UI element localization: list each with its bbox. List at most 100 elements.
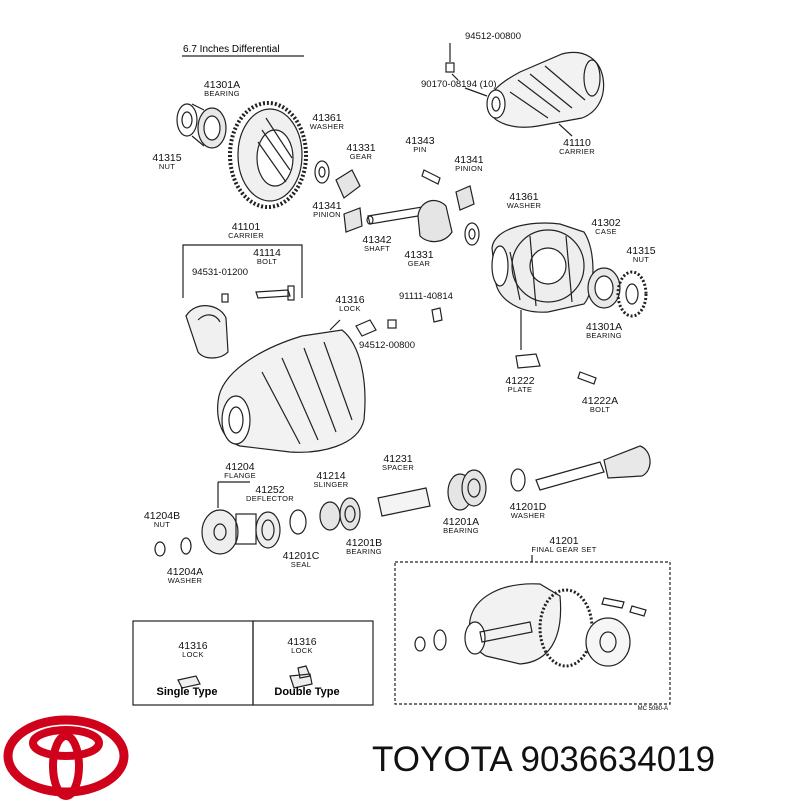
part-number: 41201 (549, 535, 579, 547)
part-name: GEAR (349, 152, 373, 161)
bolt-94531-shape (221, 293, 229, 303)
bearing-41301a-right-shape (587, 267, 648, 318)
part-name: PINION (455, 164, 483, 173)
spacer-41231-shape (377, 487, 431, 517)
plate-41222-shape (515, 353, 541, 369)
slinger-41214-shape (289, 509, 307, 535)
lock-single-name: LOCK (182, 650, 204, 659)
flange-41204-shape (201, 509, 257, 555)
single-lock-shape (177, 675, 201, 689)
part-name: NUT (158, 162, 176, 171)
lock-single-label: 41316 LOCK (178, 641, 207, 659)
bracket-41101 (182, 244, 303, 298)
double-type-label: Double Type (274, 686, 340, 698)
part-name: SHAFT (363, 244, 391, 253)
bearing-cap-shape (185, 305, 229, 359)
part-number: 41222 (505, 375, 535, 387)
washer-41361-right-shape (464, 222, 480, 246)
seal-41201c-shape (255, 511, 281, 549)
part-number: 41110 (563, 137, 591, 149)
lock-single-number: 41316 (178, 640, 208, 652)
part-name: FLANGE (224, 471, 256, 480)
part-name: WASHER (506, 201, 542, 210)
part-name: WASHER (510, 511, 546, 520)
part-number: 41341 (454, 154, 484, 166)
toyota-logo (3, 715, 129, 800)
brand-name: TOYOTA (372, 740, 511, 779)
part-number: 41331 (404, 249, 434, 261)
part-name: CARRIER (228, 231, 264, 240)
part-name: WASHER (167, 576, 203, 585)
part-number: 41316 (335, 294, 365, 306)
part-label-p2: 90170-08194 (10) (421, 80, 497, 90)
part-number: 41214 (316, 470, 346, 482)
part-number: 41222A (581, 395, 619, 407)
bearing-41201a-shape (447, 469, 487, 511)
lock-double-label: 41316 LOCK (287, 637, 316, 655)
part-name: BEARING (586, 331, 622, 340)
part-number: 41301A (203, 79, 241, 91)
part-name: BEARING (346, 547, 382, 556)
part-label-p1: 94512-00800 (465, 32, 521, 42)
nut-94512-shape (387, 319, 397, 329)
part-number: 41204A (166, 566, 204, 578)
lock-double-name: LOCK (291, 646, 313, 655)
single-type-label: Single Type (156, 686, 218, 698)
part-name: SEAL (290, 560, 312, 569)
part-number: 41204 (225, 461, 255, 473)
main-housing-shape (217, 319, 366, 453)
part-label-p18: 94531-01200 (192, 268, 248, 278)
part-name: LOCK (339, 304, 361, 313)
part-number: 41301A (585, 321, 623, 333)
side-gear-shape (335, 169, 361, 199)
drive-pinion-shape (535, 445, 651, 491)
part-number: 94531-01200 (192, 267, 248, 278)
part-number: 91111-40814 (399, 291, 453, 302)
part-name: BEARING (443, 526, 479, 535)
part-name: BOLT (589, 405, 611, 414)
part-number: 41204B (143, 510, 181, 522)
part-name: WASHER (309, 122, 345, 131)
gear-41331-lower-shape (417, 199, 453, 243)
part-number: 41114 (253, 247, 281, 259)
part-number: 41201C (282, 550, 320, 562)
double-lock-shape (289, 665, 313, 689)
nut-41204b-shape (154, 541, 166, 557)
part-number: 41252 (255, 484, 285, 496)
part-number: 41101 (231, 221, 261, 233)
part-number: 41361 (312, 112, 342, 124)
part-number: 94512-00800 (359, 340, 415, 351)
pinion-41341-left-shape (343, 207, 363, 233)
washer-41201d-shape (510, 468, 526, 492)
part-number: 41331 (346, 142, 376, 154)
final-gear-set-shape (414, 583, 647, 668)
part-number: 41231 (383, 453, 413, 465)
washer-41204a-shape (180, 537, 192, 555)
part-number: 41201D (509, 501, 547, 513)
part-name: GEAR (407, 259, 431, 268)
bolt-small-shape (445, 62, 455, 73)
part-number: 41201B (345, 537, 383, 549)
part-name: SLINGER (313, 480, 349, 489)
bearing-41201b-shape (319, 497, 361, 531)
